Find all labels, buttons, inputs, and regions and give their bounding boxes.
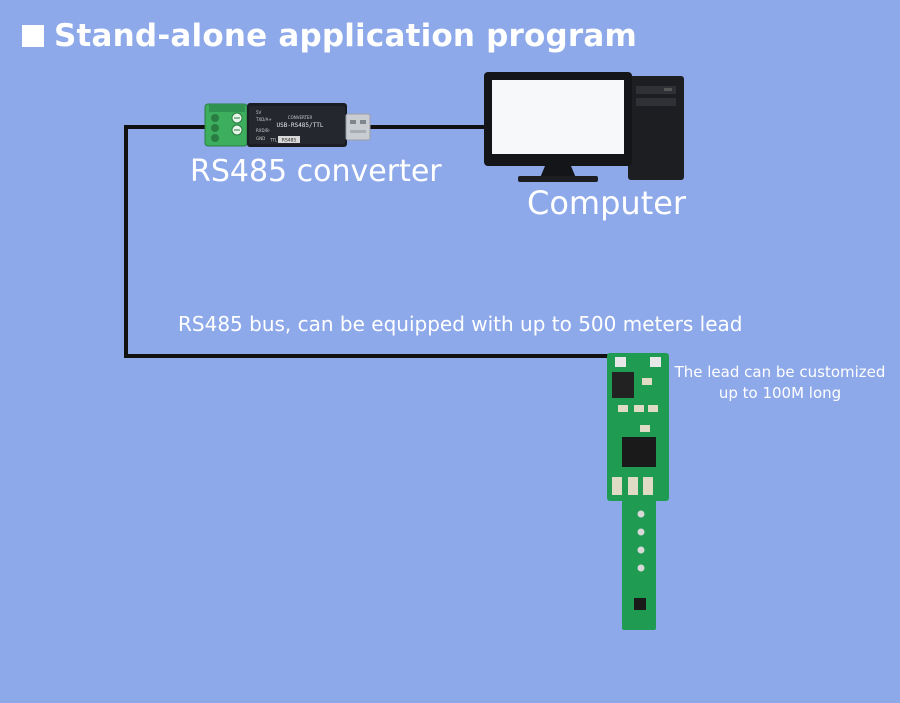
rs485-bus-cable (124, 125, 615, 358)
lead-note: The lead can be customized up to 100M lo… (666, 362, 894, 404)
computer-label: Computer (527, 184, 687, 222)
computer-icon (484, 72, 684, 182)
converter-label: RS485 converter (190, 154, 442, 189)
converter-pin-5v: 5V (256, 110, 262, 115)
converter-pin-rxd: RXD/B- (256, 128, 271, 133)
terminal-screw-icon (211, 112, 243, 142)
converter-model-text: USB-RS485/TTL (277, 122, 324, 129)
lead-note-line-2: up to 100M long (718, 384, 842, 402)
rs485-converter-device: USB-RS485/TTL CONVERTER 5V TXD/A+ RXD/B-… (204, 103, 371, 147)
bus-label: RS485 bus, can be equipped with up to 50… (178, 312, 743, 336)
converter-ttl-text: TTL (269, 138, 278, 143)
square-bullet-icon (22, 25, 44, 47)
converter-badge-text: RS485 (282, 138, 297, 144)
lead-note-line-1: The lead can be customized (674, 363, 886, 381)
title-text: Stand-alone application program (54, 18, 638, 54)
sensor-board (607, 353, 669, 630)
page-title: Stand-alone application program (22, 14, 637, 58)
converter-sub-text: CONVERTER (288, 115, 313, 120)
converter-pin-txd: TXD/A+ (255, 117, 272, 122)
converter-pin-gnd: GND (256, 136, 265, 141)
